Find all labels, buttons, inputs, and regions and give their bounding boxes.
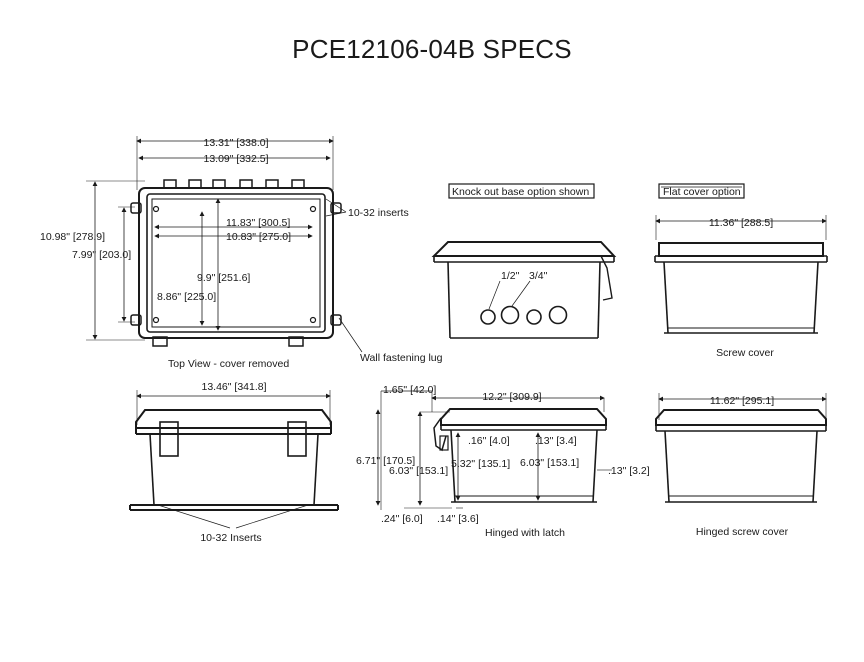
dim-flat-cover-width: 11.36" [288.5] — [709, 217, 773, 229]
knockout-view-labels: Knock out base option shown 1/2" 3/4" — [452, 186, 589, 282]
dim-hinged-width: 12.2" [309.9] — [482, 391, 541, 403]
dim-inner-height-b: 8.86" [225.0] — [157, 291, 216, 303]
dim-side-wall: .13" [3.2] — [608, 465, 650, 477]
knockout-label: Knock out base option shown — [452, 186, 589, 198]
dim-height-total: 6.71" [170.5] — [356, 455, 415, 467]
front-inserts-label: 10-32 Inserts — [200, 532, 261, 544]
dim-width-inner: 13.09" [332.5] — [203, 153, 268, 165]
knockout-view — [431, 183, 617, 339]
dim-front-width: 13.46" [341.8] — [201, 381, 266, 393]
page-title: PCE12106-04B SPECS — [292, 34, 572, 64]
dim-bottom-b: .14" [3.6] — [437, 513, 479, 525]
top-view-caption: Top View - cover removed — [168, 358, 289, 370]
lug-label: Wall fastening lug — [360, 352, 443, 364]
hinged-screw-caption: Hinged screw cover — [696, 526, 789, 538]
dim-inner-width-a: 11.83" [300.5] — [226, 217, 290, 229]
hinged-latch-view — [375, 390, 612, 510]
front-view-labels: 13.46" [341.8] 10-32 Inserts — [200, 381, 266, 544]
hinged-screw-view-labels: 11.62" [295.1] Hinged screw cover — [696, 395, 789, 538]
inserts-label: 10-32 inserts — [348, 207, 409, 219]
dim-bottom-a: .24" [6.0] — [381, 513, 423, 525]
flat-cover-view-labels: Flat cover option 11.36" [288.5] Screw c… — [663, 186, 774, 359]
dim-hinged-screw-width: 11.62" [295.1] — [710, 395, 774, 407]
flat-cover-label: Flat cover option — [663, 186, 741, 198]
dim-height-outer: 10.98" [278.9] — [40, 231, 105, 243]
hinged-screw-view — [655, 393, 827, 503]
dim-width-outer: 13.31" [338.0] — [203, 137, 268, 149]
dim-height-inner: 7.99" [203.0] — [72, 249, 131, 261]
dim-height-body: 6.03" [153.1] — [389, 465, 448, 477]
dim-inner-height-a: 9.9" [251.6] — [197, 272, 250, 284]
dim-inner-height-b: 6.03" [153.1] — [520, 457, 579, 469]
dim-wall-a: .16" [4.0] — [468, 435, 510, 447]
hinged-latch-caption: Hinged with latch — [485, 527, 565, 539]
dim-depth-lug: 1.65" [42.0] — [383, 384, 436, 396]
front-view — [129, 390, 339, 529]
screw-cover-caption: Screw cover — [716, 347, 774, 359]
dim-inner-width-b: 10.83" [275.0] — [226, 231, 291, 243]
dim-wall-b: .13" [3.4] — [535, 435, 577, 447]
knockout-size-a: 1/2" — [501, 270, 520, 282]
top-view-labels: 13.31" [338.0] 13.09" [332.5] 10.98" [27… — [40, 137, 443, 370]
top-view — [86, 136, 363, 353]
hinged-latch-view-labels: 1.65" [42.0] 12.2" [309.9] 6.71" [170.5]… — [356, 384, 650, 539]
dim-inner-height-a: 5.32" [135.1] — [451, 458, 510, 470]
flat-cover-view — [654, 183, 828, 334]
knockout-size-b: 3/4" — [529, 270, 548, 282]
